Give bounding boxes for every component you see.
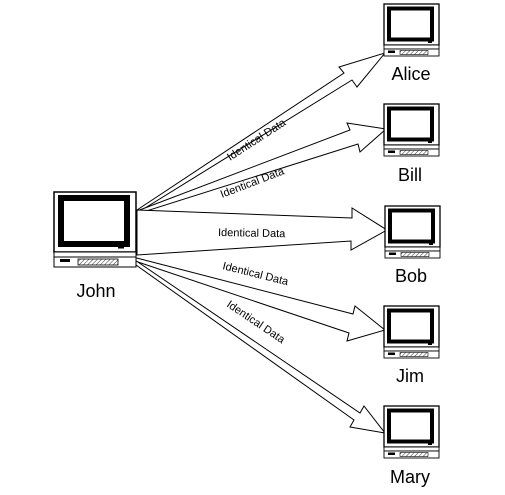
computer-icon	[383, 204, 442, 260]
computer-alice: Alice	[382, 2, 441, 84]
computer-john: John	[54, 192, 136, 301]
computer-icon	[382, 2, 441, 58]
node-label-alice: Alice	[391, 64, 430, 84]
arrow-to-alice	[136, 52, 387, 214]
computer-bob: Bob	[383, 204, 442, 286]
computer-icon	[382, 304, 441, 360]
computer-icon	[382, 404, 441, 460]
edge-label-bob: Identical Data	[218, 227, 286, 240]
arrow-to-jim	[128, 255, 387, 342]
node-label-bill: Bill	[398, 165, 422, 185]
computer-jim: Jim	[382, 304, 441, 386]
arrow-to-bob	[136, 207, 388, 256]
computer-mary: Mary	[382, 404, 441, 487]
node-label-mary: Mary	[390, 467, 430, 487]
computer-bill: Bill	[382, 102, 441, 185]
node-label-bob: Bob	[395, 266, 427, 286]
arrow-to-mary	[128, 255, 387, 434]
node-label-jim: Jim	[396, 366, 424, 386]
arrow-group	[128, 52, 388, 434]
arrow-to-bill	[136, 122, 388, 215]
computer-icon	[382, 102, 441, 158]
computer-icon	[54, 192, 136, 267]
node-label-john: John	[76, 281, 115, 301]
